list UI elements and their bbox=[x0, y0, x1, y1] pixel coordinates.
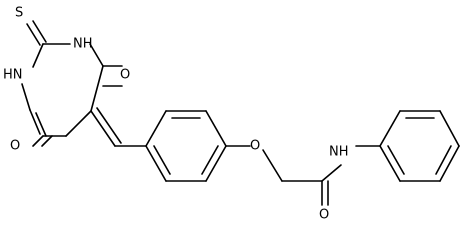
bond bbox=[439, 110, 460, 147]
bond bbox=[89, 43, 104, 67]
atom-label-layer: S NH HN O O O NH O bbox=[3, 6, 349, 223]
carbonyl-oxygen-upper-label: O bbox=[120, 68, 130, 83]
bond bbox=[35, 112, 47, 137]
bond bbox=[32, 20, 47, 43]
bond bbox=[201, 145, 219, 175]
bond bbox=[96, 107, 122, 144]
molecule-diagram: S NH HN O O O NH O bbox=[3, 6, 460, 223]
bond bbox=[32, 43, 44, 68]
amide-nh-label: NH bbox=[329, 145, 349, 160]
bond bbox=[205, 110, 227, 147]
bond bbox=[153, 145, 171, 175]
bond bbox=[65, 110, 92, 137]
bond bbox=[145, 145, 167, 182]
bond bbox=[41, 135, 53, 147]
bond bbox=[145, 110, 167, 147]
bond-layer bbox=[21, 20, 460, 206]
nh-top-label: NH bbox=[73, 37, 93, 52]
bond bbox=[29, 109, 41, 135]
bond bbox=[379, 145, 401, 182]
bond bbox=[387, 145, 405, 175]
ether-oxygen-label: O bbox=[250, 139, 260, 154]
hn-left-label: HN bbox=[3, 68, 23, 83]
bond bbox=[21, 83, 31, 111]
bond bbox=[439, 145, 460, 182]
bond bbox=[26, 23, 41, 46]
bond bbox=[435, 145, 452, 175]
bond bbox=[90, 110, 116, 147]
bond bbox=[90, 65, 104, 112]
carbonyl-oxygen-lower-label: O bbox=[10, 139, 20, 154]
bond bbox=[321, 164, 342, 182]
bond bbox=[32, 135, 44, 147]
amide-oxygen-label: O bbox=[319, 208, 329, 223]
bond bbox=[262, 149, 283, 182]
bond bbox=[205, 145, 227, 182]
sulfur-label: S bbox=[15, 6, 23, 21]
bond bbox=[379, 110, 401, 147]
